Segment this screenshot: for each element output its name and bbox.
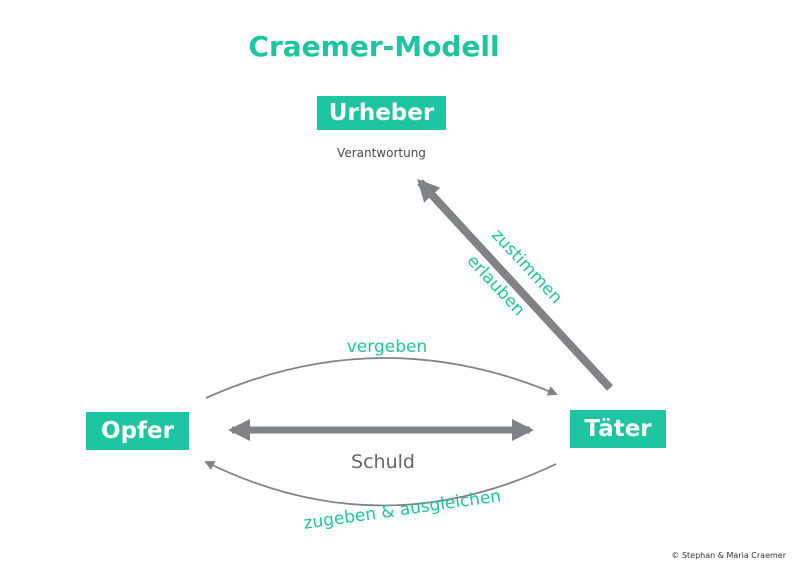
node-urheber: Urheber bbox=[317, 96, 446, 130]
arrow-taeter-urheber bbox=[417, 179, 613, 391]
label-schuld: Schuld bbox=[351, 451, 415, 473]
node-taeter: Täter bbox=[570, 410, 666, 448]
diagram-title: Craemer-Modell bbox=[248, 30, 500, 63]
arrow-vergeben bbox=[205, 357, 558, 399]
node-opfer: Opfer bbox=[86, 412, 189, 450]
arrow-zugeben bbox=[204, 461, 557, 507]
label-vergeben: vergeben bbox=[347, 337, 427, 357]
copyright-credit: © Stephan & Maria Craemer bbox=[671, 551, 786, 560]
urheber-subtitle: Verantwortung bbox=[337, 146, 426, 160]
label-zugeben: zugeben & ausgleichen bbox=[302, 486, 502, 534]
